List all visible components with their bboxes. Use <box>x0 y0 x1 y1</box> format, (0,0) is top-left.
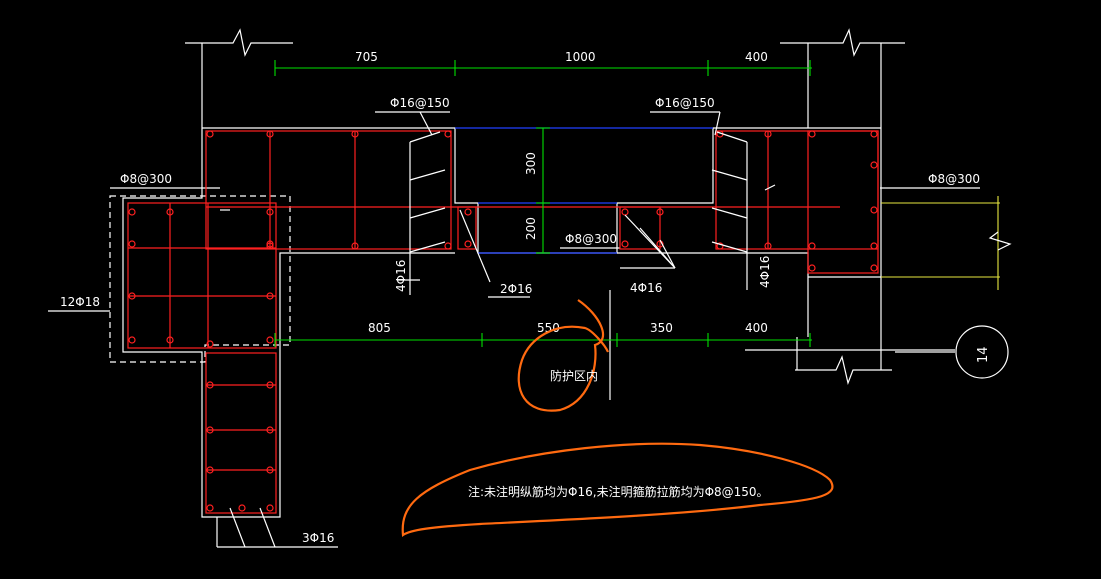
label-top-right-rebar: Φ16@150 <box>655 96 715 110</box>
zone-label: 防护区内 <box>550 368 598 383</box>
markup-annotations <box>401 299 834 537</box>
label-bottom: 3Φ16 <box>302 531 334 545</box>
dim-bottom-350: 350 <box>650 321 673 335</box>
label-center-tie: Φ8@300 <box>565 232 617 246</box>
dim-top-705: 705 <box>355 50 378 64</box>
label-top-left-rebar: Φ16@150 <box>390 96 450 110</box>
label-mid-right: 4Φ16 <box>630 281 662 295</box>
rebar-bars <box>128 130 878 512</box>
rebar-cages <box>127 130 879 514</box>
dim-bottom-400: 400 <box>745 321 768 335</box>
note-text: 注:未注明纵筋均为Φ16,未注明箍筋拉筋均为Φ8@150。 <box>468 484 769 499</box>
label-mid-left: 2Φ16 <box>500 282 532 296</box>
label-left-vertical: 4Φ16 <box>394 260 408 292</box>
dim-top-1000: 1000 <box>565 50 596 64</box>
label-left-tie: Φ8@300 <box>120 172 172 186</box>
label-right-vertical: 4Φ16 <box>758 256 772 288</box>
dimension-lines <box>274 60 812 347</box>
section-mark: 14 <box>955 325 1009 379</box>
dim-bottom-550: 550 <box>537 321 560 335</box>
beam-outline <box>881 196 1012 290</box>
dim-bottom-805: 805 <box>368 321 391 335</box>
dim-top-400: 400 <box>745 50 768 64</box>
section-mark-number: 14 <box>976 346 991 363</box>
label-right-tie: Φ8@300 <box>928 172 980 186</box>
dim-vertical-300: 300 <box>524 152 538 175</box>
tie-marks <box>220 111 776 548</box>
dim-vertical-200: 200 <box>524 217 538 240</box>
label-left-long: 12Φ18 <box>60 295 100 309</box>
